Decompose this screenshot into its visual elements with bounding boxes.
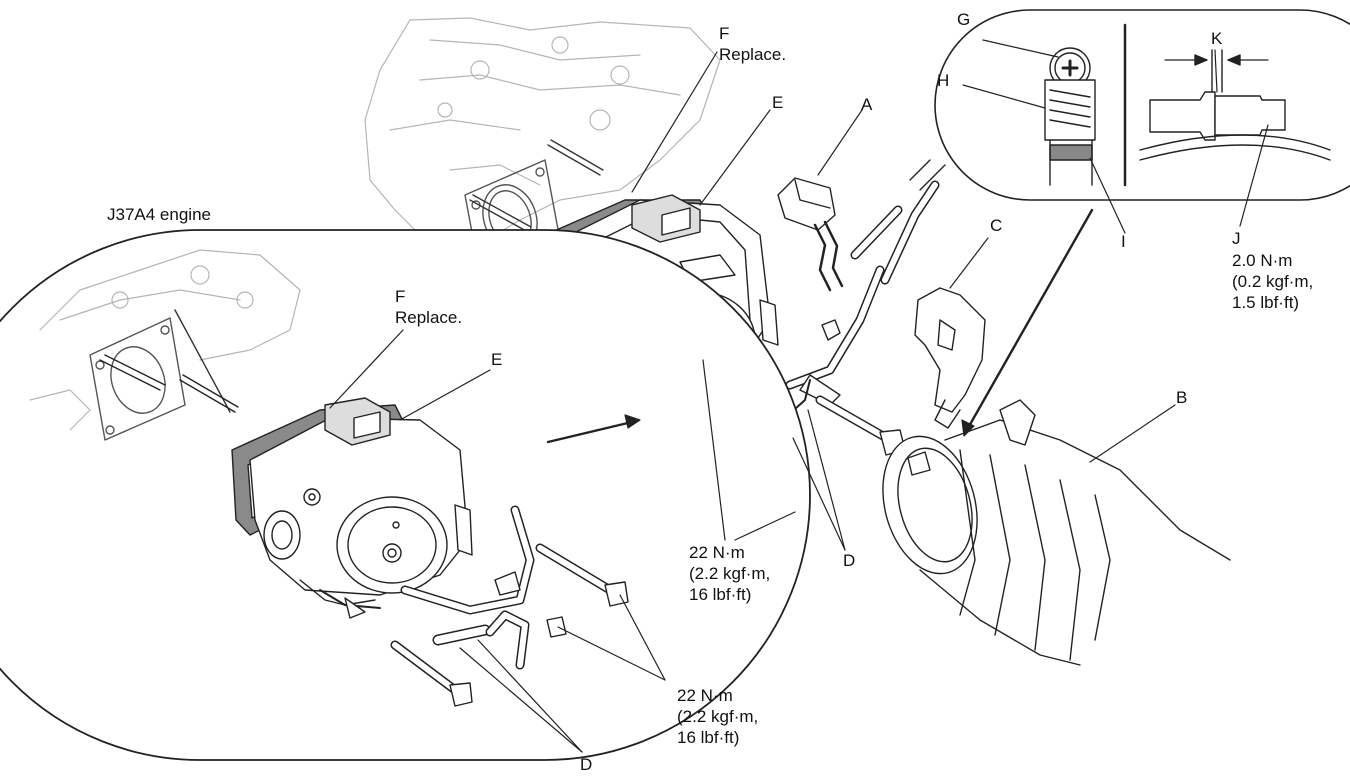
torque-spec-main-nm: 22 N·m bbox=[689, 543, 745, 562]
label-h: H bbox=[937, 71, 950, 90]
label-d-inset: D bbox=[580, 755, 593, 774]
torque-spec-inset-kgf: (2.2 kgf·m, bbox=[677, 707, 759, 726]
label-a: A bbox=[861, 95, 873, 114]
torque-spec-clamp-kgf: (0.2 kgf·m, bbox=[1232, 272, 1314, 291]
label-c: C bbox=[990, 216, 1003, 235]
torque-spec-main-kgf: (2.2 kgf·m, bbox=[689, 564, 771, 583]
j37a4-inset bbox=[0, 229, 811, 761]
torque-spec-main: 22 N·m (2.2 kgf·m, 16 lbf·ft) bbox=[689, 542, 770, 605]
note-replace-main: Replace. bbox=[719, 45, 787, 64]
intake-air-duct bbox=[882, 399, 1231, 666]
torque-spec-inset-lbf: 16 lbf·ft) bbox=[677, 728, 740, 747]
clamp-detail-box bbox=[934, 9, 1350, 201]
intake-manifold-main bbox=[364, 17, 721, 251]
label-e-inset: E bbox=[491, 350, 503, 369]
torque-spec-clamp: 2.0 N·m (0.2 kgf·m, 1.5 lbf·ft) bbox=[1232, 250, 1313, 313]
torque-spec-clamp-nm: 2.0 N·m bbox=[1232, 251, 1293, 270]
studs-main bbox=[469, 139, 604, 233]
label-e-main: E bbox=[772, 93, 784, 112]
label-d-main: D bbox=[843, 551, 856, 570]
label-g: G bbox=[957, 10, 971, 29]
torque-spec-inset-nm: 22 N·m bbox=[677, 686, 733, 705]
engine-variant-title: J37A4 engine bbox=[107, 205, 211, 224]
note-replace-inset: Replace. bbox=[395, 308, 463, 327]
torque-spec-main-lbf: 16 lbf·ft) bbox=[689, 585, 752, 604]
label-f-main: F bbox=[719, 24, 730, 43]
label-f-inset: F bbox=[395, 287, 406, 306]
torque-spec-clamp-lbf: 1.5 lbf·ft) bbox=[1232, 293, 1300, 312]
label-b: B bbox=[1176, 388, 1188, 407]
label-i: I bbox=[1121, 232, 1126, 251]
cover-part bbox=[914, 287, 986, 429]
leader-lines bbox=[329, 39, 1269, 753]
torque-spec-inset: 22 N·m (2.2 kgf·m, 16 lbf·ft) bbox=[677, 685, 758, 748]
label-k: K bbox=[1211, 29, 1223, 48]
label-j: J bbox=[1232, 229, 1241, 248]
sensor-connector-main bbox=[631, 194, 701, 243]
harness-connector bbox=[777, 177, 844, 292]
